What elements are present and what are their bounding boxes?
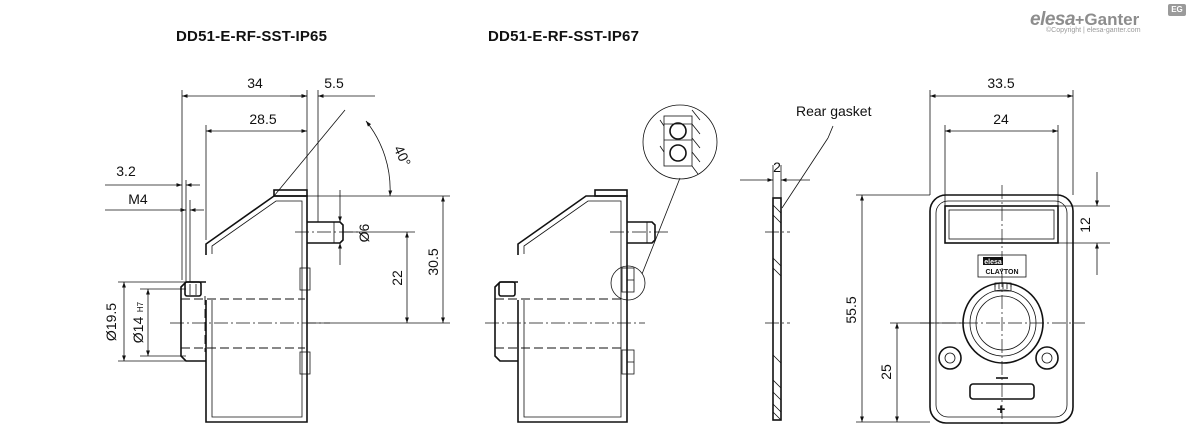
front-frame (929, 194, 1074, 424)
front-view: elesa CLAYTON + 3 (843, 75, 1110, 425)
logo-badge: EG (1168, 4, 1186, 16)
dim-5-5: 5.5 (324, 75, 344, 91)
dim-dia-6: Ø6 (356, 223, 372, 242)
dim-12: 12 (1077, 217, 1093, 233)
display-window (944, 205, 1059, 244)
rear-gasket-leader (781, 137, 829, 209)
dim-28-5: 28.5 (249, 111, 276, 127)
rear-gasket (772, 197, 782, 421)
dim-dia-14: Ø14 (130, 317, 146, 344)
logo-plus: + (1075, 12, 1085, 29)
dim-33-5: 33.5 (987, 75, 1014, 91)
dim-22: 22 (389, 270, 405, 286)
shaft (307, 221, 344, 244)
dim-34: 34 (247, 75, 263, 91)
dim-55-5: 55.5 (843, 296, 859, 323)
top-lip (273, 189, 308, 197)
indicator-logo-text: elesa (984, 259, 1002, 266)
dim-40-deg: 40° (391, 143, 414, 169)
set-screw (184, 281, 202, 297)
gasket-detail-view (642, 104, 718, 180)
logo-brand-elesa: elesa (1030, 9, 1076, 30)
dim-30-5: 30.5 (425, 248, 441, 275)
dim-dia-19-5: Ø19.5 (103, 303, 119, 341)
right-screw-boss (1035, 346, 1059, 370)
title-ip67: DD51-E-RF-SST-IP67 (488, 28, 640, 45)
body-outline (205, 195, 308, 423)
left-screw-boss (938, 346, 962, 370)
dim-3-2: 3.2 (116, 163, 136, 179)
dim-m4: M4 (128, 191, 148, 207)
side-view-ip67 (485, 177, 681, 423)
rear-gasket-label: Rear gasket (796, 103, 872, 119)
dim-dia-14-tolerance: H7 (136, 301, 145, 312)
gasket-detail-marker (610, 265, 646, 301)
dim-2: 2 (773, 159, 781, 175)
logo-brand-ganter: Ganter (1084, 10, 1140, 29)
rear-gasket-view: 2 Rear gasket (740, 103, 872, 421)
dim-24: 24 (993, 111, 1009, 127)
side-view-ip65: 34 5.5 28.5 40° 3.2 M4 Ø6 22 30.5 Ø19.5 … (103, 75, 450, 423)
indicator-model-text: CLAYTON (985, 269, 1018, 276)
title-ip65: DD51-E-RF-SST-IP65 (176, 28, 328, 45)
plus-symbol: + (997, 401, 1006, 418)
copyright-text: ©Copyright | elesa-ganter.com (1046, 27, 1141, 34)
dim-25: 25 (878, 364, 894, 380)
elesa-ganter-logo: elesa+Ganter (1030, 9, 1139, 31)
